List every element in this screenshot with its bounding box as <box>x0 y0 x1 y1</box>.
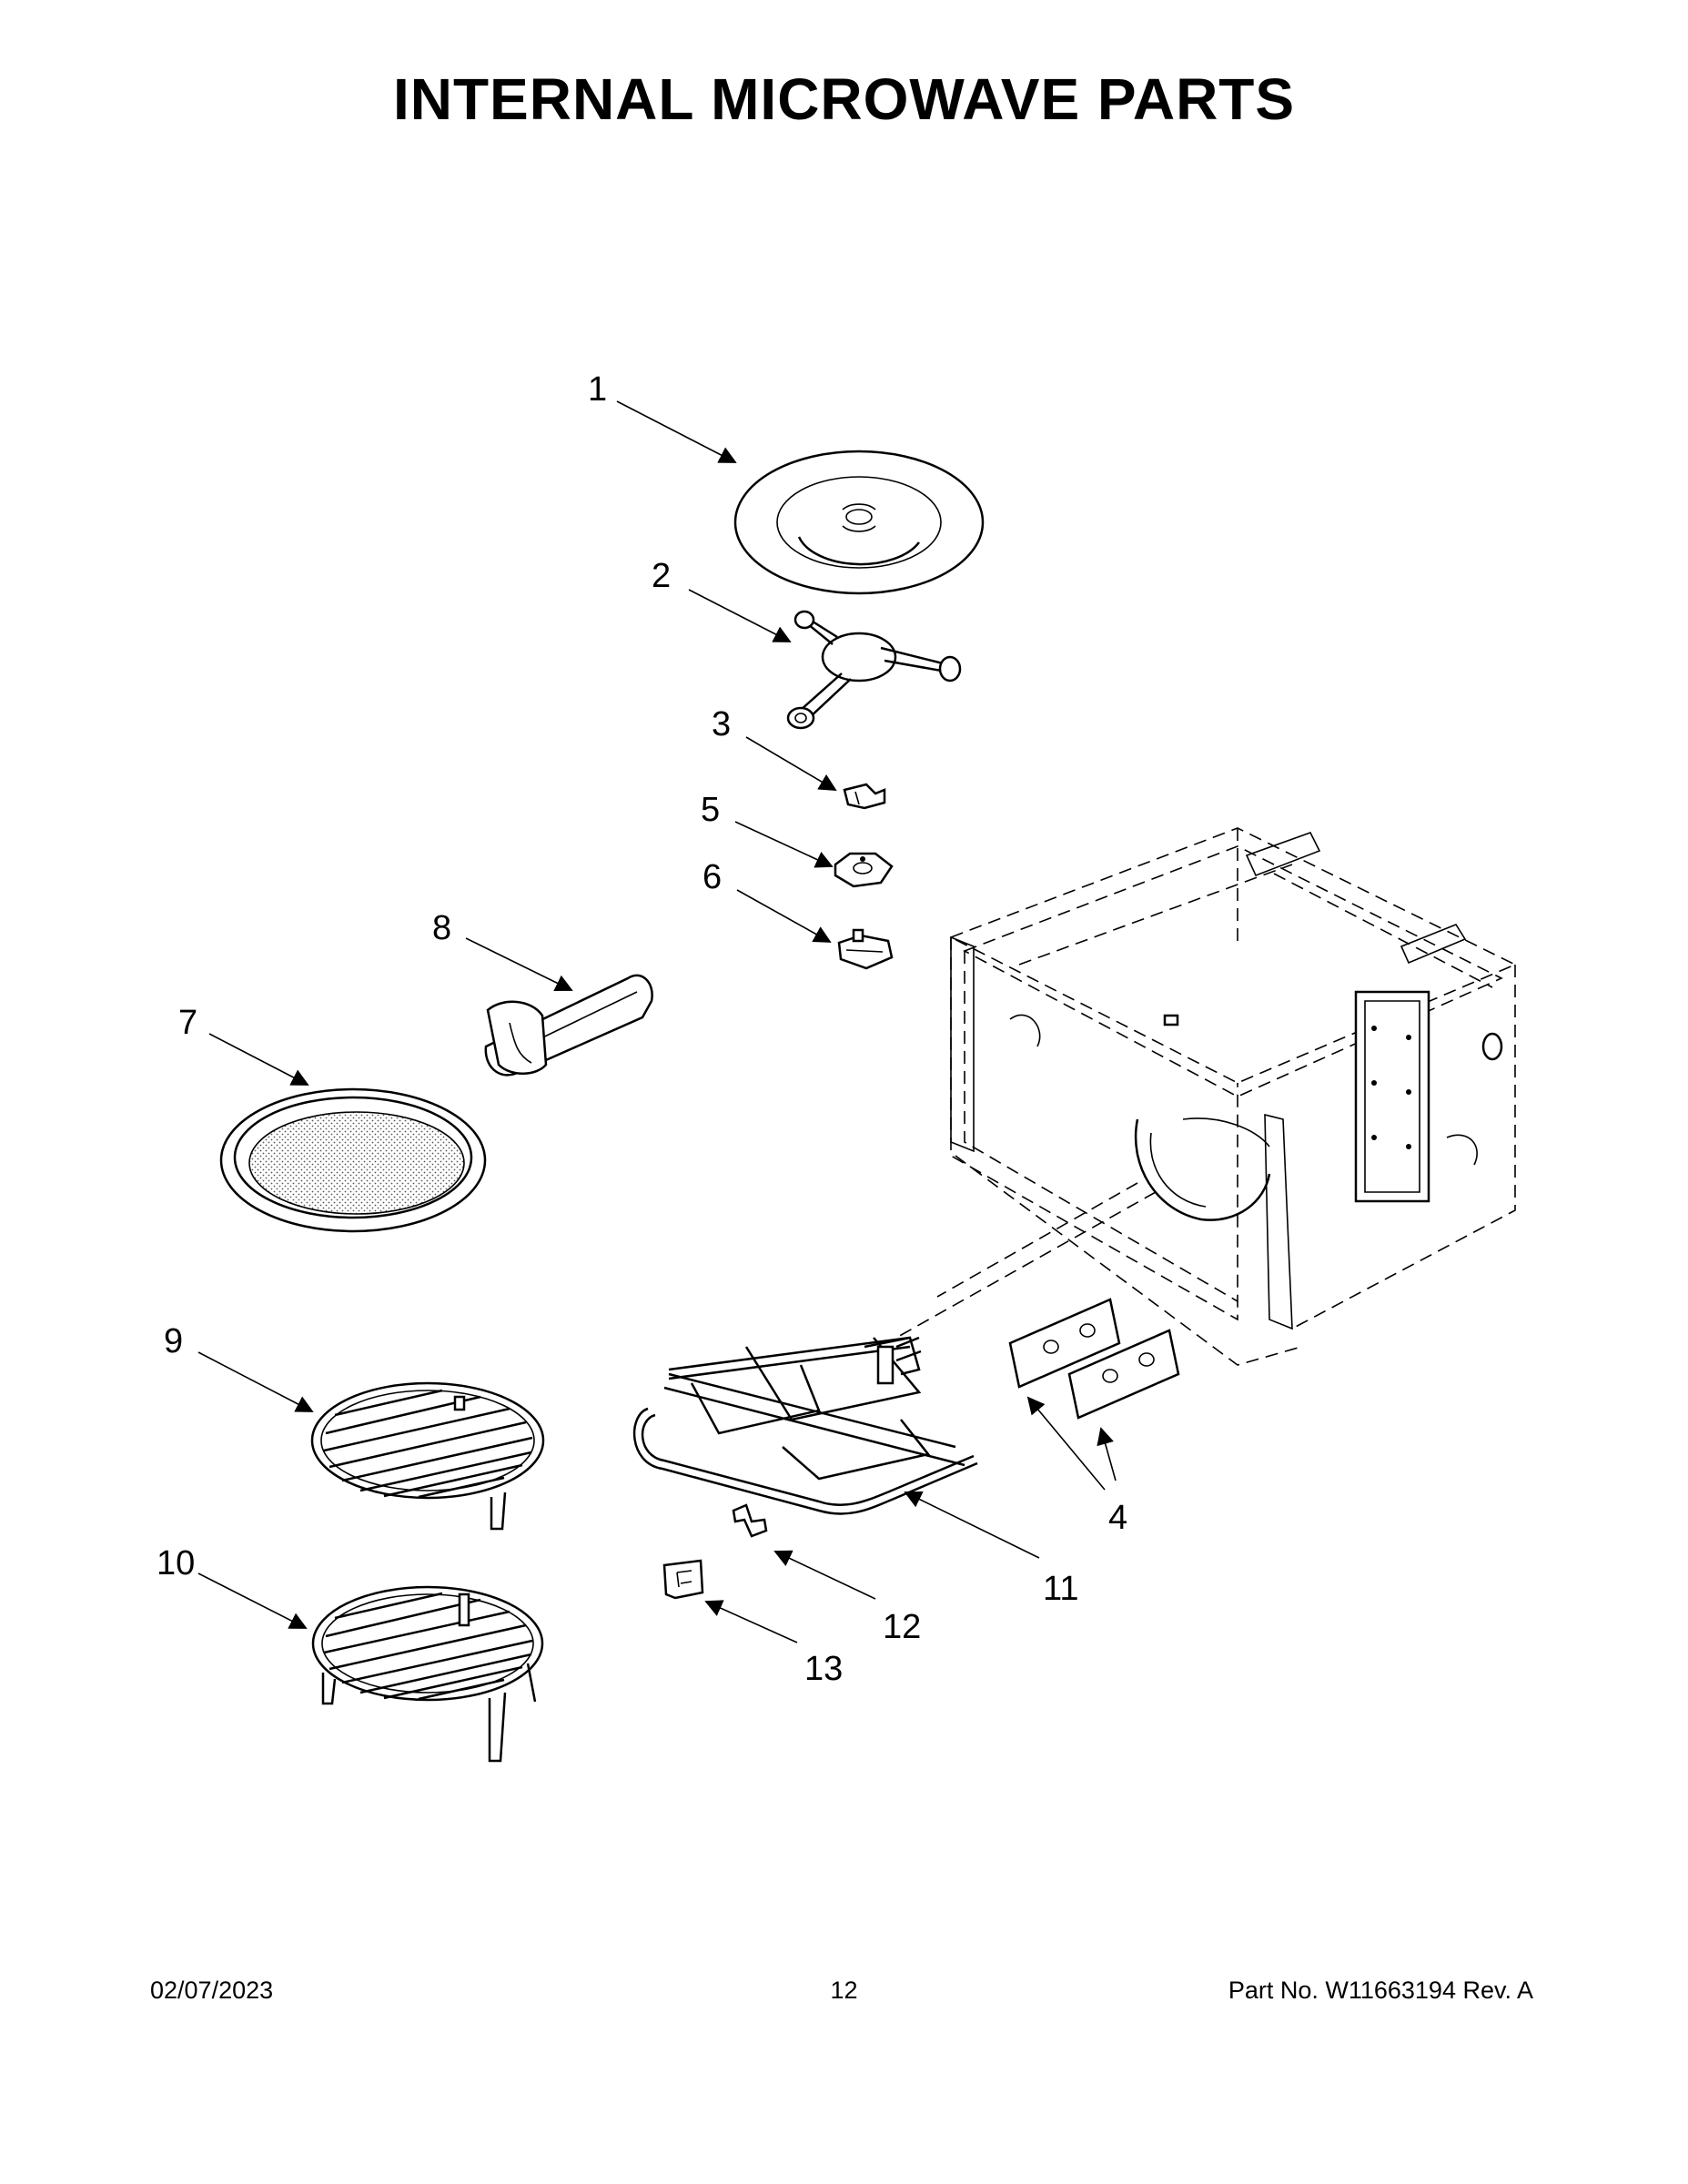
callout-12: 12 <box>883 1608 921 1646</box>
short-rack <box>310 1381 545 1531</box>
footer-part-number: Part No. W11663194 Rev. A <box>1228 1977 1533 2004</box>
callout-13: 13 <box>804 1650 843 1688</box>
callout-4: 4 <box>1108 1499 1127 1537</box>
leader-4b <box>1097 1427 1117 1481</box>
warning-label <box>662 1559 704 1600</box>
drive-motor <box>837 928 894 970</box>
leader-lines <box>197 400 1117 1643</box>
leader-8 <box>465 937 573 991</box>
leader-3 <box>745 736 837 791</box>
oven-cavity <box>895 827 1517 1366</box>
callout-11: 11 <box>1043 1570 1078 1608</box>
leader-6 <box>736 889 832 943</box>
page-title: INTERNAL MICROWAVE PARTS <box>392 66 1296 132</box>
coupler <box>843 783 886 810</box>
heating-element <box>632 1336 978 1515</box>
footer-page-number: 12 <box>830 1977 858 2004</box>
leader-5 <box>734 821 834 868</box>
bracket <box>732 1503 768 1538</box>
tall-rack <box>311 1585 544 1763</box>
callout-3: 3 <box>712 705 731 743</box>
leader-2 <box>688 589 792 642</box>
leader-9 <box>197 1351 314 1412</box>
leader-13 <box>704 1600 798 1643</box>
roller-support <box>786 610 962 730</box>
footer-date: 02/07/2023 <box>150 1977 274 2004</box>
callout-10: 10 <box>157 1544 195 1582</box>
callout-labels: 1 2 3 4 5 6 7 8 9 10 11 12 13 <box>157 370 1127 1688</box>
leader-10 <box>197 1572 308 1629</box>
leader-1 <box>616 400 737 463</box>
callout-1: 1 <box>588 370 607 409</box>
crisper-pan <box>219 1087 487 1233</box>
callout-5: 5 <box>701 791 720 829</box>
leader-7 <box>208 1033 309 1086</box>
turntable-tray <box>733 450 985 595</box>
waveguide-covers <box>1008 1298 1180 1420</box>
callout-9: 9 <box>164 1322 183 1360</box>
callout-6: 6 <box>702 858 722 896</box>
leader-11 <box>904 1491 1040 1559</box>
crisper-handle <box>484 974 653 1077</box>
callout-2: 2 <box>652 557 671 595</box>
leader-12 <box>773 1550 876 1600</box>
turntable-motor <box>834 852 894 888</box>
leader-4a <box>1026 1396 1106 1491</box>
callout-7: 7 <box>178 1004 197 1042</box>
callout-8: 8 <box>432 909 451 947</box>
